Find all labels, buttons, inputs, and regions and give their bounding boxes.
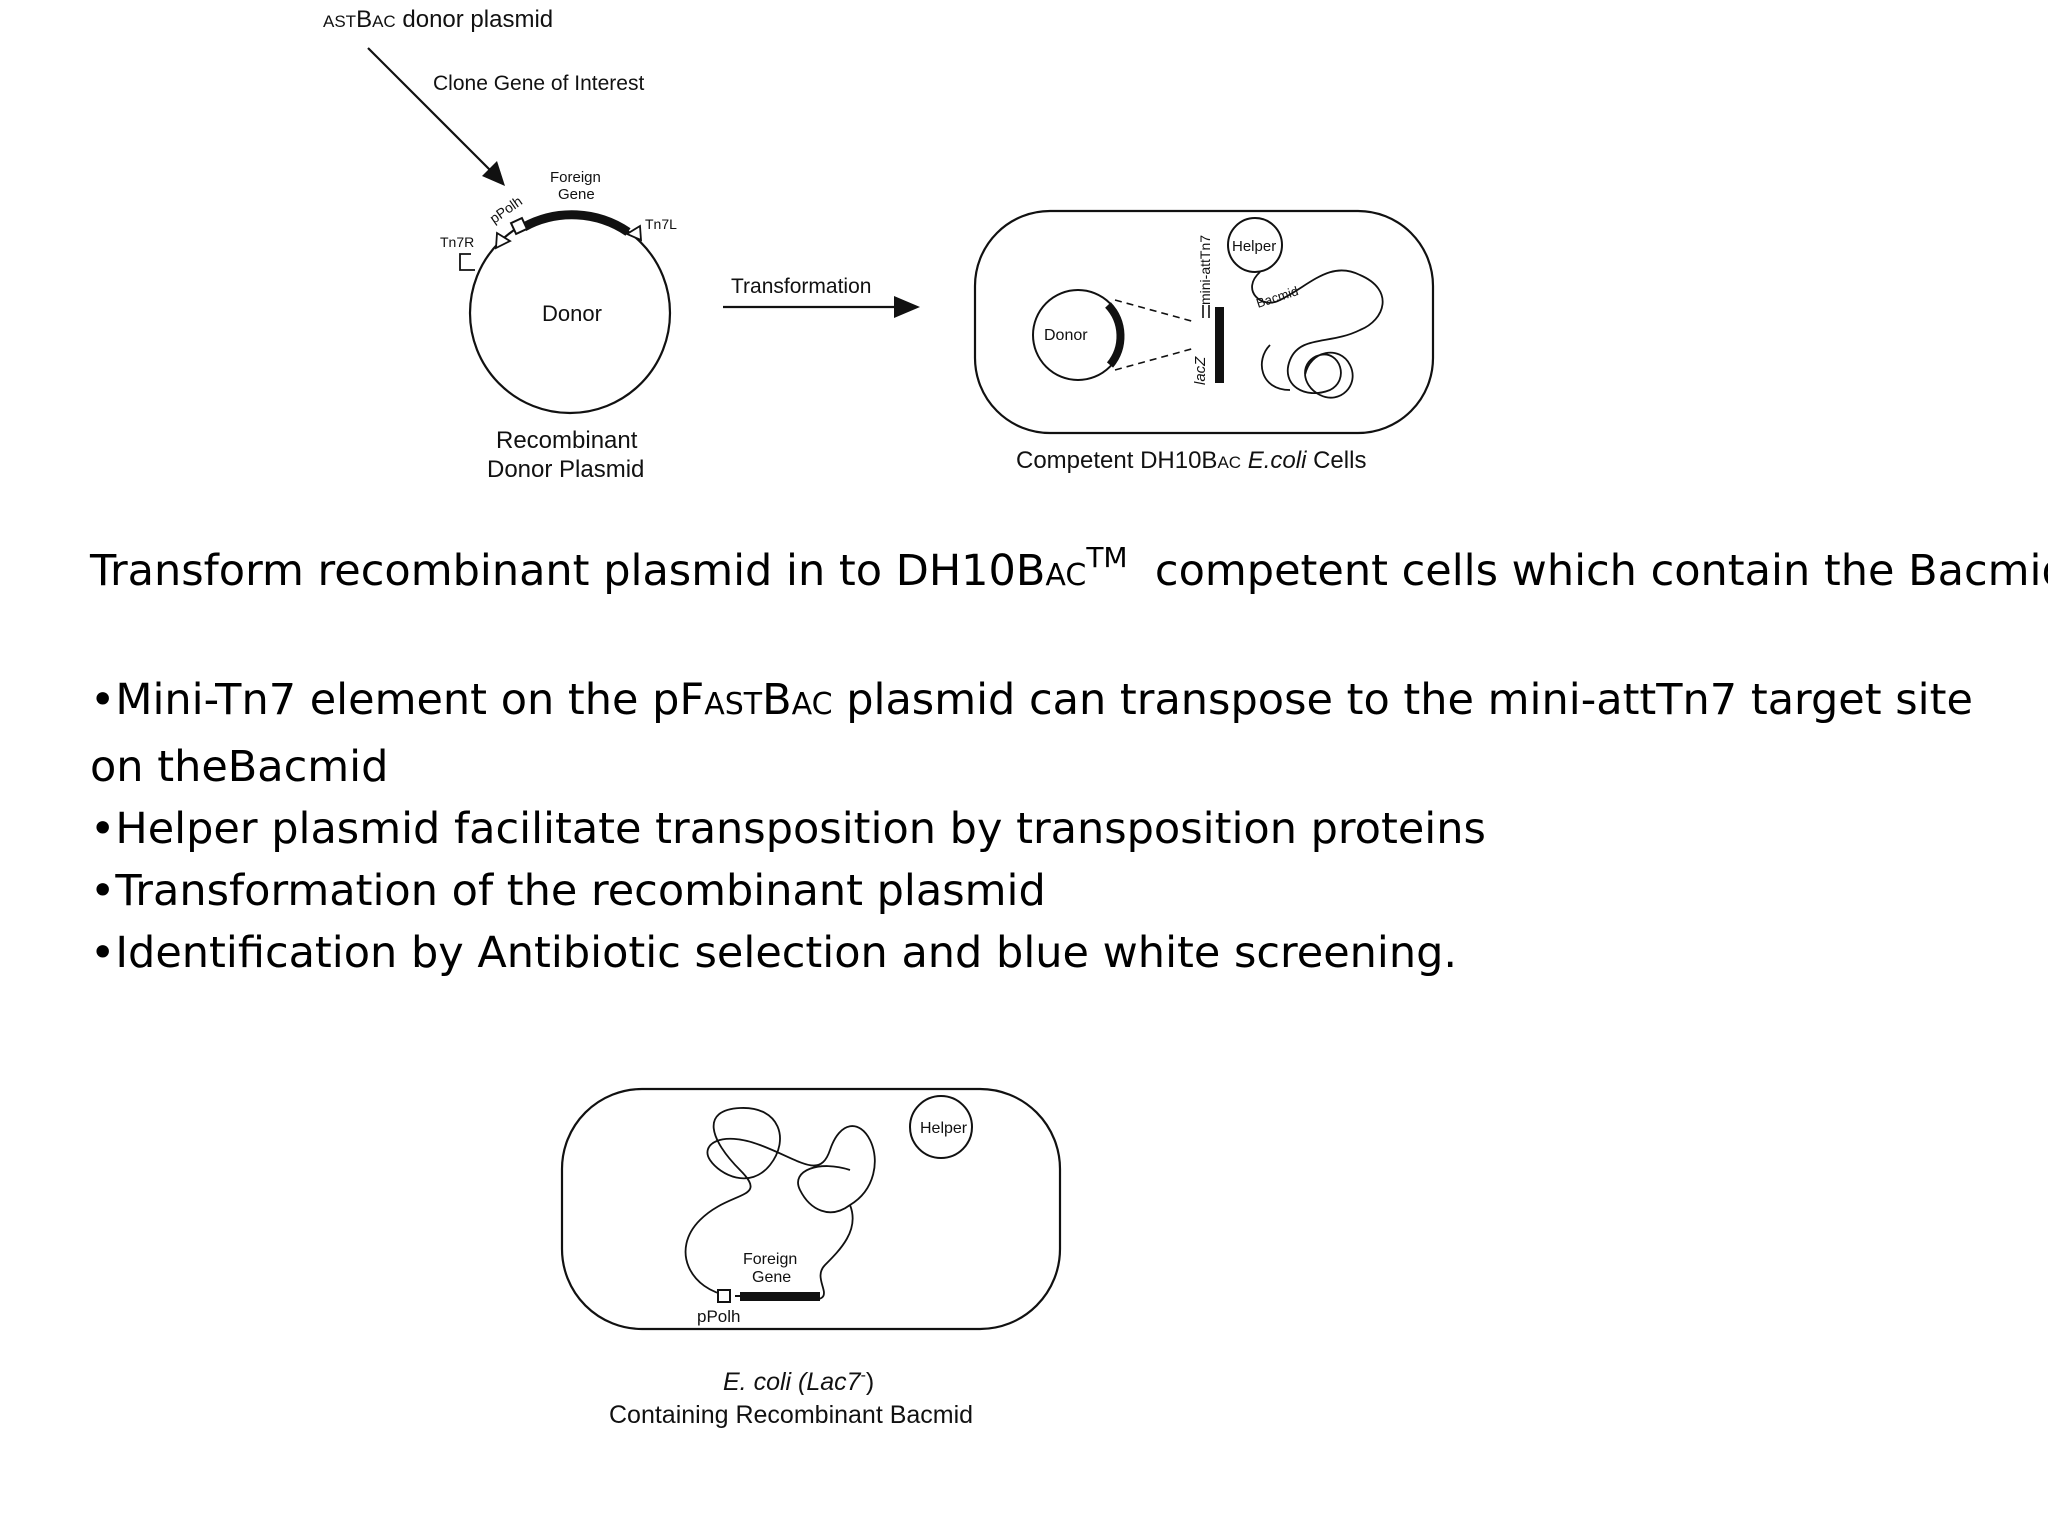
tn7l-label: Tn7L [645, 216, 677, 232]
bottom-helper-label: Helper [920, 1120, 968, 1137]
recombinant-label-2: Donor Plasmid [487, 456, 644, 483]
lacz-label: lacZ [1192, 356, 1209, 385]
bottom-ppolh-label: pPolh [697, 1307, 740, 1326]
recombinant-bacmid-cell [560, 1087, 1062, 1331]
competent-cells-caption: Competent DH10BAC E.coli Cells [1016, 447, 1366, 474]
bullet-identification: •Identification by Antibiotic selection … [90, 928, 1458, 978]
helper-label: Helper [1232, 238, 1276, 255]
transformation-label: Transformation [731, 275, 871, 298]
donor-plasmid-title: ASTBAC donor plasmid [323, 6, 553, 33]
tn7r-label: Tn7R [440, 234, 474, 250]
top-figure-diagram: ASTBAC donor plasmid Clone Gene of Inter… [323, 6, 1435, 483]
bottom-foreign-gene-2: Gene [752, 1269, 791, 1286]
donor-label: Donor [542, 301, 602, 326]
bottom-caption-2: Containing Recombinant Bacmid [609, 1401, 973, 1429]
bottom-caption-1: E. coli (Lac7-) [723, 1367, 874, 1396]
donor-plasmid [459, 210, 672, 415]
bullet-mini-tn7: •Mini-Tn7 element on the pFASTBAC plasmi… [90, 675, 1973, 792]
bullet-helper-plasmid: •Helper plasmid facilitate transposition… [90, 804, 1486, 854]
cell-donor-label: Donor [1044, 327, 1088, 344]
bacmid-label: Bacmid [1254, 283, 1300, 311]
clone-gene-label: Clone Gene of Interest [433, 72, 644, 95]
competent-cell [973, 209, 1435, 435]
slide-text-body: Transform recombinant plasmid in to DH10… [90, 540, 2048, 984]
bottom-figure-diagram: Helper Foreign Gene pPolh E. coli (Lac7-… [560, 1087, 1062, 1429]
clone-arrow [367, 47, 505, 186]
foreign-gene-label-2: Gene [558, 186, 595, 203]
intro-line: Transform recombinant plasmid in to DH10… [90, 541, 2048, 597]
mini-att-label: mini-attTn7 [1197, 235, 1213, 305]
foreign-gene-label-1: Foreign [550, 169, 601, 186]
bottom-foreign-gene-1: Foreign [743, 1251, 797, 1268]
bullet-transformation: •Transformation of the recombinant plasm… [90, 866, 1046, 916]
recombinant-label-1: Recombinant [496, 427, 638, 454]
transformation-arrow [723, 296, 920, 318]
